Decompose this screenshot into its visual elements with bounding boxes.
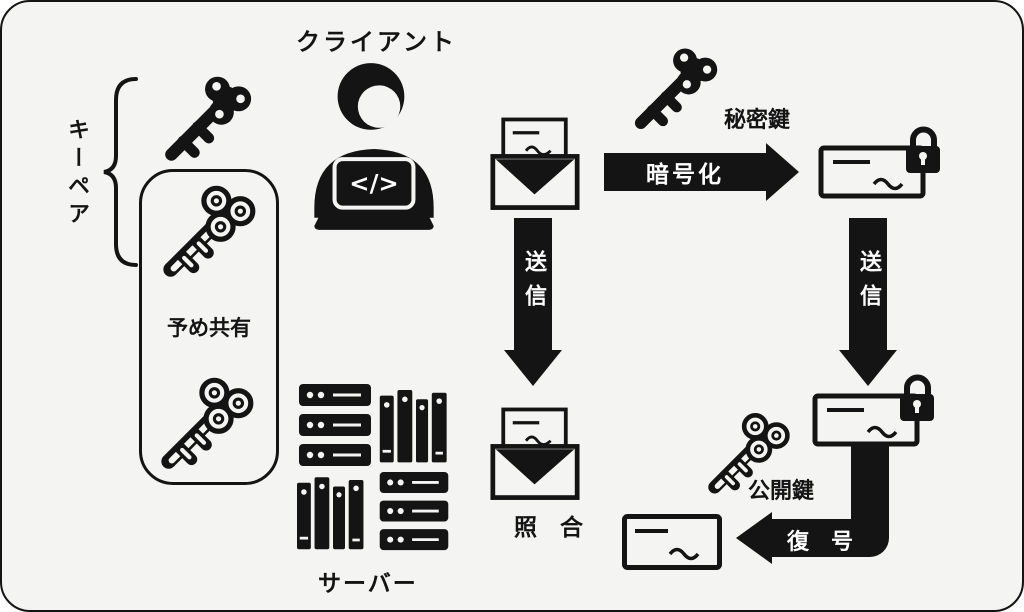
encrypted-document-icon-received: [812, 370, 934, 448]
laptop-code-text: </>: [349, 168, 399, 197]
keypair-private-key-icon: [158, 70, 254, 166]
pre-shared-key-icon-top: [154, 180, 258, 284]
server-label: サーバー: [318, 571, 418, 597]
send-arrow-encrypted: 送信: [849, 218, 887, 350]
send-arrow-client-head: [504, 350, 562, 386]
pre-shared-label: 予め共有: [167, 316, 251, 340]
pre-shared-key-icon-bottom: [152, 372, 256, 476]
public-key-label: 公開鍵: [748, 479, 815, 504]
encrypt-arrow: 暗号化: [604, 153, 766, 191]
key-pair-brace: [103, 77, 138, 267]
server-rack-icon-bottom: [378, 472, 450, 552]
client-label: クライアント: [296, 28, 458, 56]
key-pair-label: キーペア: [64, 118, 89, 230]
verify-label: 照 合: [514, 515, 583, 541]
private-key-label: 秘密鍵: [724, 108, 791, 133]
decrypt-arrow-label: 復 号: [786, 530, 853, 555]
decrypted-document-icon: [622, 514, 722, 570]
encrypt-arrow-head: [766, 143, 799, 201]
send-arrow-encrypted-label: 送信: [856, 250, 881, 318]
send-arrow-client-label: 送信: [521, 250, 546, 318]
send-arrow-encrypted-head: [839, 350, 897, 386]
binders-icon-bottom: [297, 475, 365, 551]
pre-shared-box: [139, 169, 279, 485]
client-person-icon: </>: [314, 63, 434, 230]
message-envelope-icon: [490, 114, 580, 214]
decrypt-arrow: [736, 442, 889, 564]
binders-icon-top: [378, 390, 449, 464]
private-key-icon: [628, 42, 720, 134]
received-envelope-icon: [490, 404, 580, 504]
send-arrow-client: 送信: [514, 218, 552, 350]
encrypted-document-icon-top: [818, 122, 940, 200]
server-rack-icon-top: [299, 384, 371, 468]
